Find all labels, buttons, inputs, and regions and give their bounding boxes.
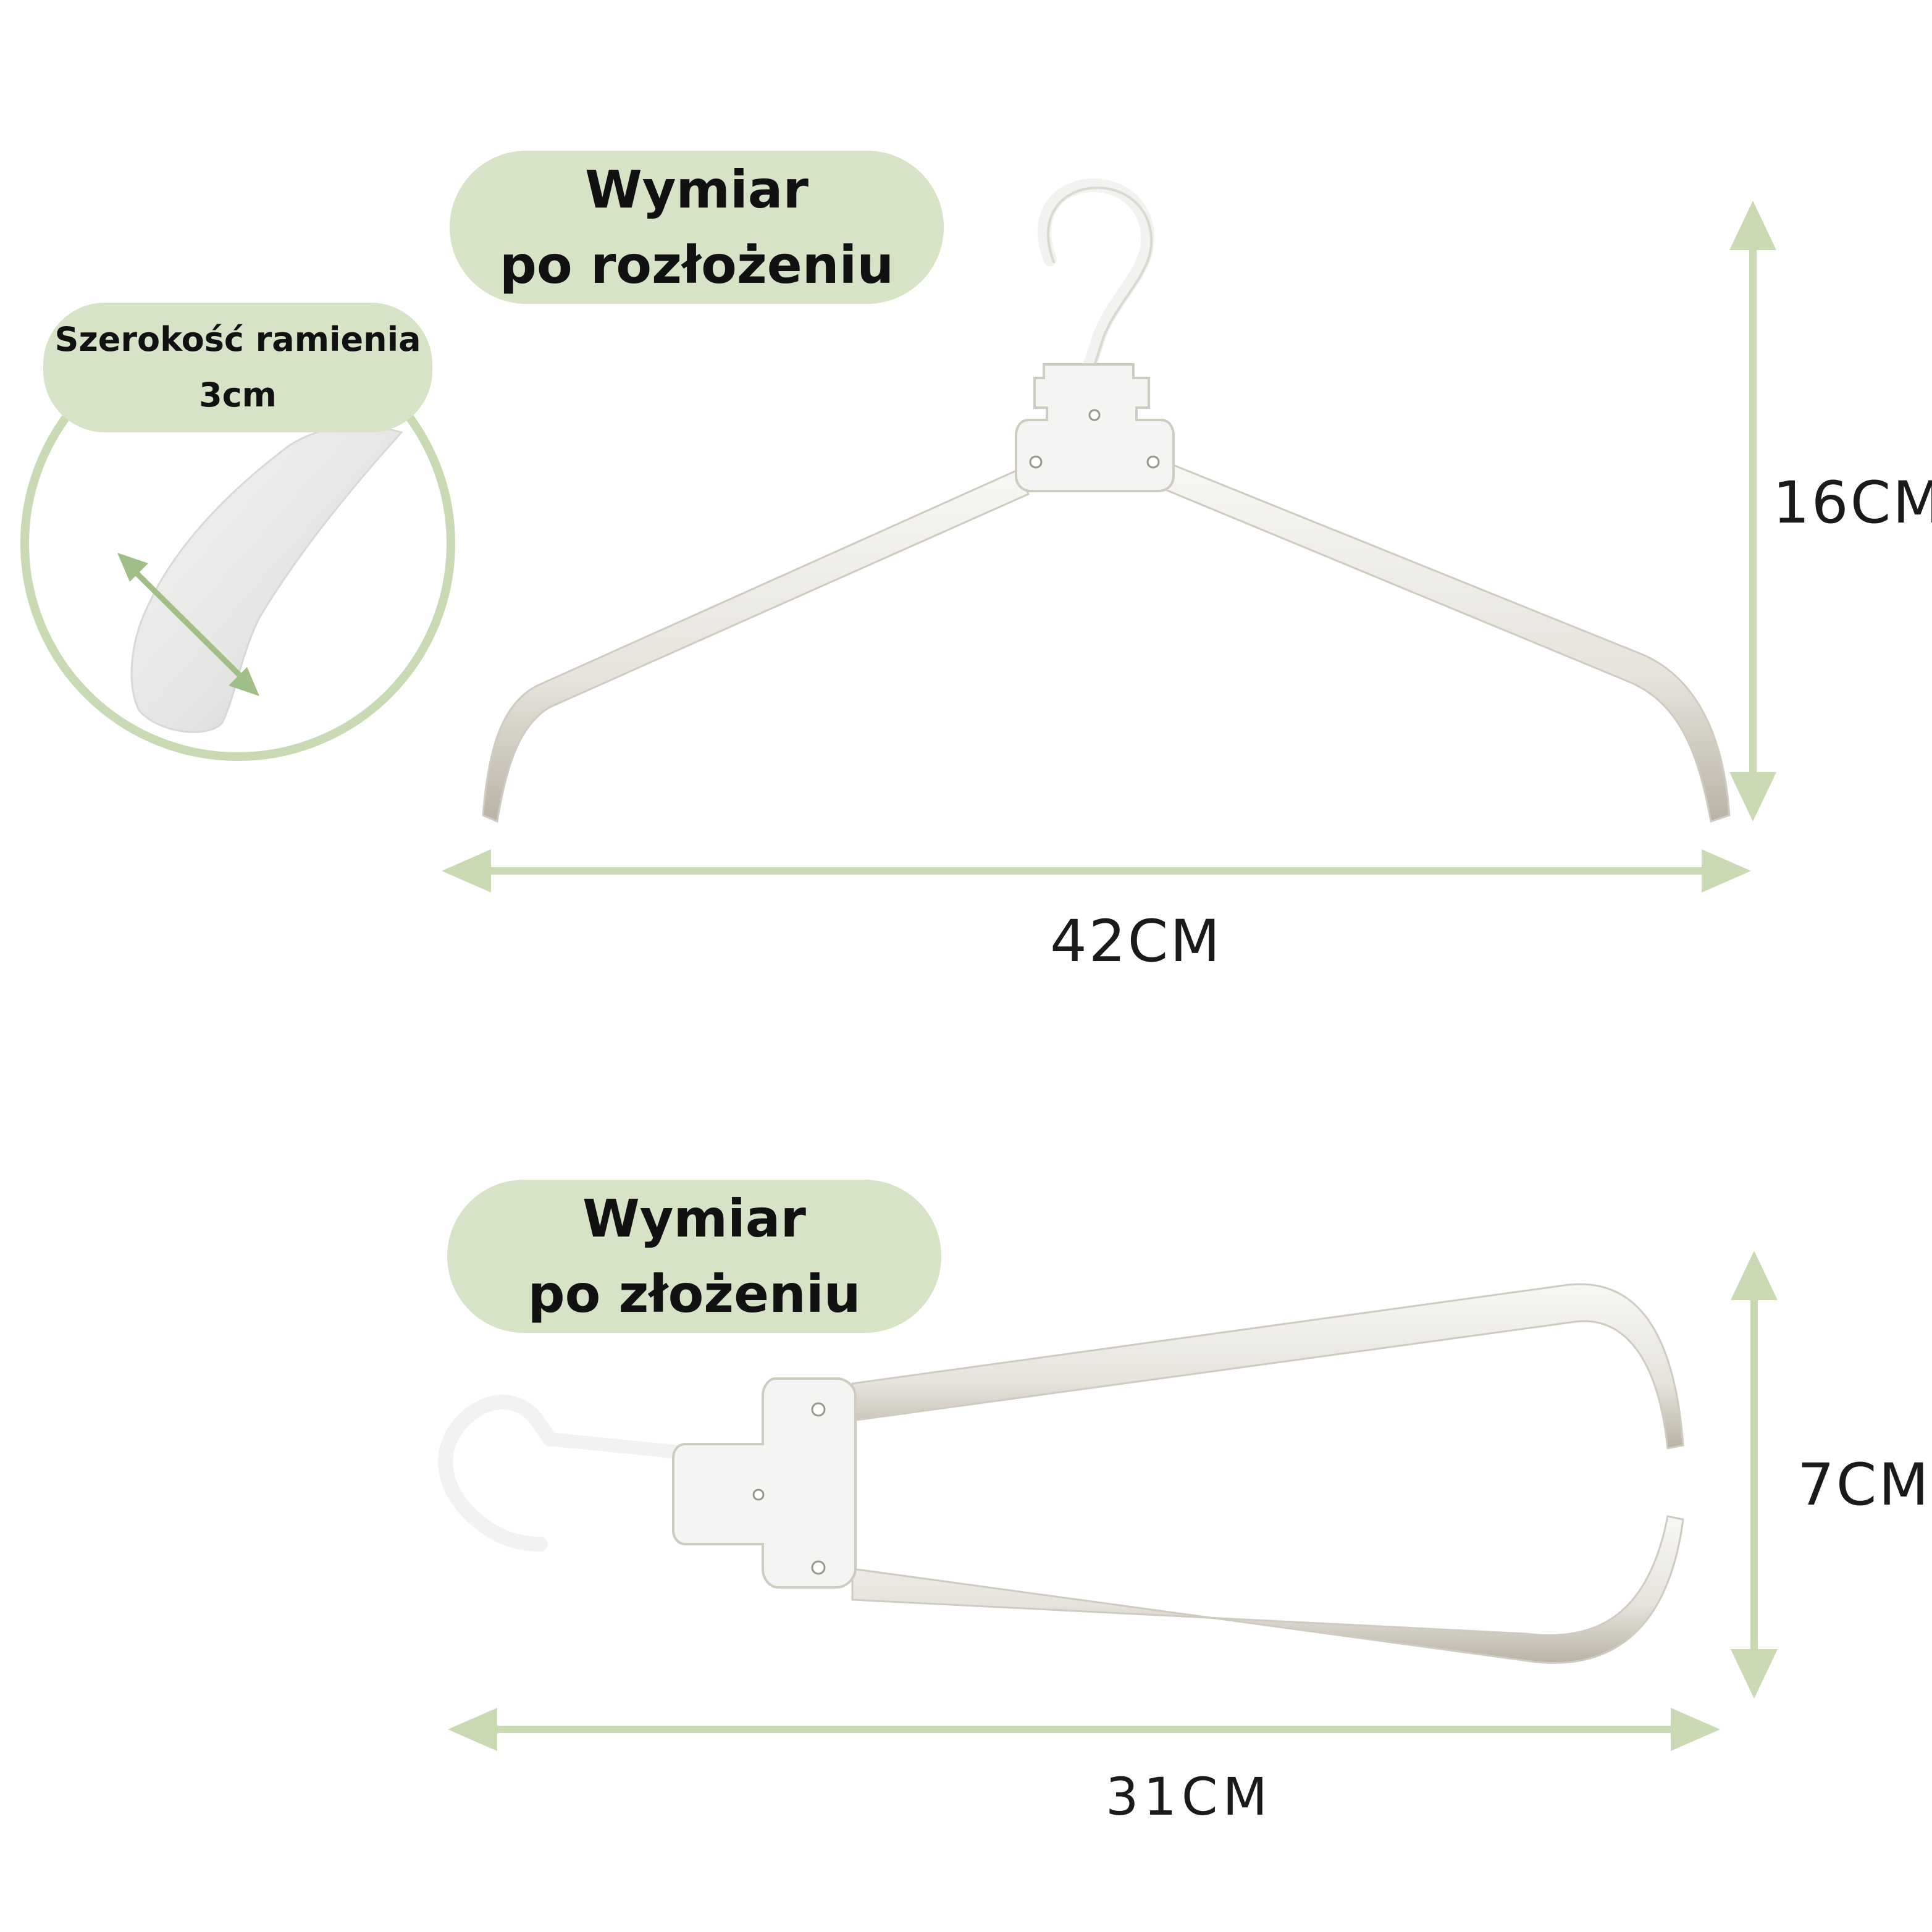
folded-upper-arm — [851, 1283, 1684, 1450]
unfolded-center-block — [1015, 363, 1175, 492]
folded-lower-arm — [851, 1515, 1684, 1664]
unfolded-hanger — [482, 178, 1731, 823]
shoulder-width-caption: Szerokość ramienia — [54, 320, 421, 359]
unfolded-left-arm — [482, 468, 1030, 823]
unfolded-hook — [1037, 178, 1155, 371]
unfolded-right-arm — [1160, 458, 1731, 823]
folded-title-line1: Wymiar — [582, 1188, 806, 1249]
unfolded-width-label: 42CM — [1050, 908, 1222, 975]
unfolded-title-pill: Wymiar po rozłożeniu — [450, 151, 944, 304]
unfolded-title-line1: Wymiar — [585, 159, 808, 220]
folded-rivet-bottom — [811, 1560, 826, 1575]
folded-width-label: 31CM — [1106, 1766, 1273, 1827]
width-arrow-folded — [448, 1708, 1720, 1751]
folded-rivet-top — [811, 1402, 826, 1417]
folded-center-block — [672, 1377, 857, 1589]
height-arrow-folded — [1731, 1251, 1778, 1699]
closeup-width-arrow — [124, 561, 253, 688]
height-arrow-unfolded — [1729, 201, 1776, 821]
closeup-hanger-arm — [130, 425, 403, 733]
closeup-arrow-head-end — [229, 667, 259, 696]
unfolded-rivet-top — [1088, 409, 1101, 421]
folded-rivet-center — [752, 1489, 765, 1501]
unfolded-title-line2: po rozłożeniu — [499, 235, 894, 295]
folded-height-label: 7CM — [1797, 1451, 1931, 1519]
unfolded-rivet-left — [1029, 455, 1043, 469]
folded-hook-stem — [543, 1432, 680, 1458]
folded-title-line2: po złożeniu — [527, 1264, 861, 1324]
folded-hanger — [438, 1283, 1684, 1664]
folded-title-pill: Wymiar po złożeniu — [447, 1180, 941, 1333]
unfolded-hook-shadow — [1046, 186, 1153, 368]
closeup-arrow-head-start — [117, 553, 148, 582]
shoulder-width-label: Szerokość ramienia 3cm — [43, 303, 432, 432]
folded-hook — [438, 1395, 557, 1552]
width-arrow-unfolded — [442, 849, 1751, 892]
shoulder-closeup — [20, 326, 455, 761]
unfolded-height-label: 16CM — [1773, 469, 1932, 537]
shoulder-width-value: 3cm — [199, 376, 277, 414]
unfolded-rivet-right — [1146, 455, 1160, 469]
